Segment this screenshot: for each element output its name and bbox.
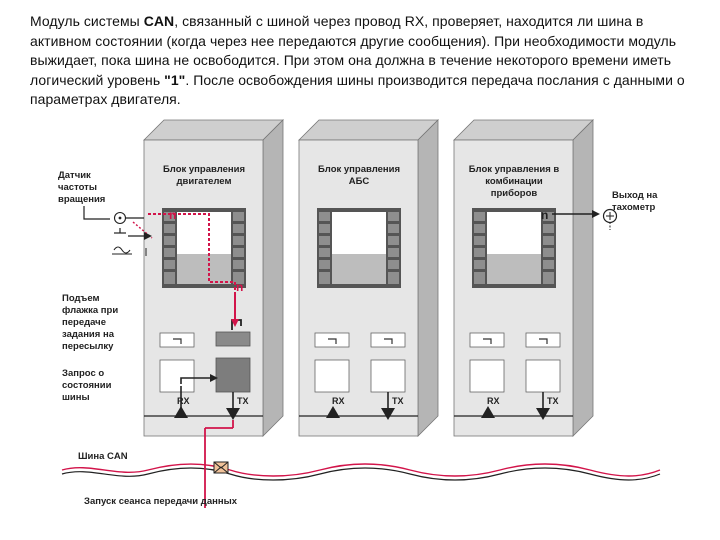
module-engine: Блок управления двигателем RX TX	[143, 119, 284, 437]
flag-label: пересылку	[62, 341, 114, 352]
rx-label: RX	[332, 396, 345, 406]
rx-label: RX	[177, 396, 190, 406]
module-title: АБС	[349, 176, 370, 187]
start-label: Запуск сеанса передачи данных	[84, 496, 238, 507]
flag-label: задания на	[62, 329, 115, 340]
flag-label: передаче	[62, 317, 106, 328]
module-title: Блок управления в	[469, 164, 560, 175]
description-paragraph: Модуль системы CAN, связанный с шиной че…	[30, 13, 685, 107]
sensor-label: Датчик	[58, 170, 91, 181]
n-symbol: n	[541, 208, 548, 222]
can-bus-line	[61, 463, 661, 477]
request-label: шины	[62, 392, 90, 403]
module-instrument-cluster: Блок управления в комбинации приборов n …	[453, 119, 600, 437]
bus-label: Шина CAN	[78, 451, 128, 462]
tx-label: TX	[547, 396, 559, 406]
module-title: Блок управления	[163, 164, 245, 175]
tx-label: TX	[392, 396, 404, 406]
output-label: тахометр	[612, 202, 655, 213]
module-title: Блок управления	[318, 164, 400, 175]
output-label: Выход на	[612, 190, 658, 201]
module-title: двигателем	[177, 176, 232, 187]
sensor-label: частоты	[58, 182, 97, 193]
flag-label: Подъем	[62, 293, 100, 304]
flag-label: флажка при	[62, 305, 118, 316]
sensor-label: вращения	[58, 194, 105, 205]
module-title: комбинации	[485, 176, 543, 187]
module-abs: Блок управления АБС RX TX	[298, 119, 439, 437]
module-title: приборов	[491, 188, 538, 199]
request-label: Запрос о	[62, 368, 104, 379]
n-symbol: n	[236, 280, 243, 294]
signal-wave-icon	[113, 246, 131, 254]
tx-label: TX	[237, 396, 249, 406]
request-label: состоянии	[62, 380, 112, 391]
rx-label: RX	[487, 396, 500, 406]
n-symbol: n	[169, 208, 176, 222]
